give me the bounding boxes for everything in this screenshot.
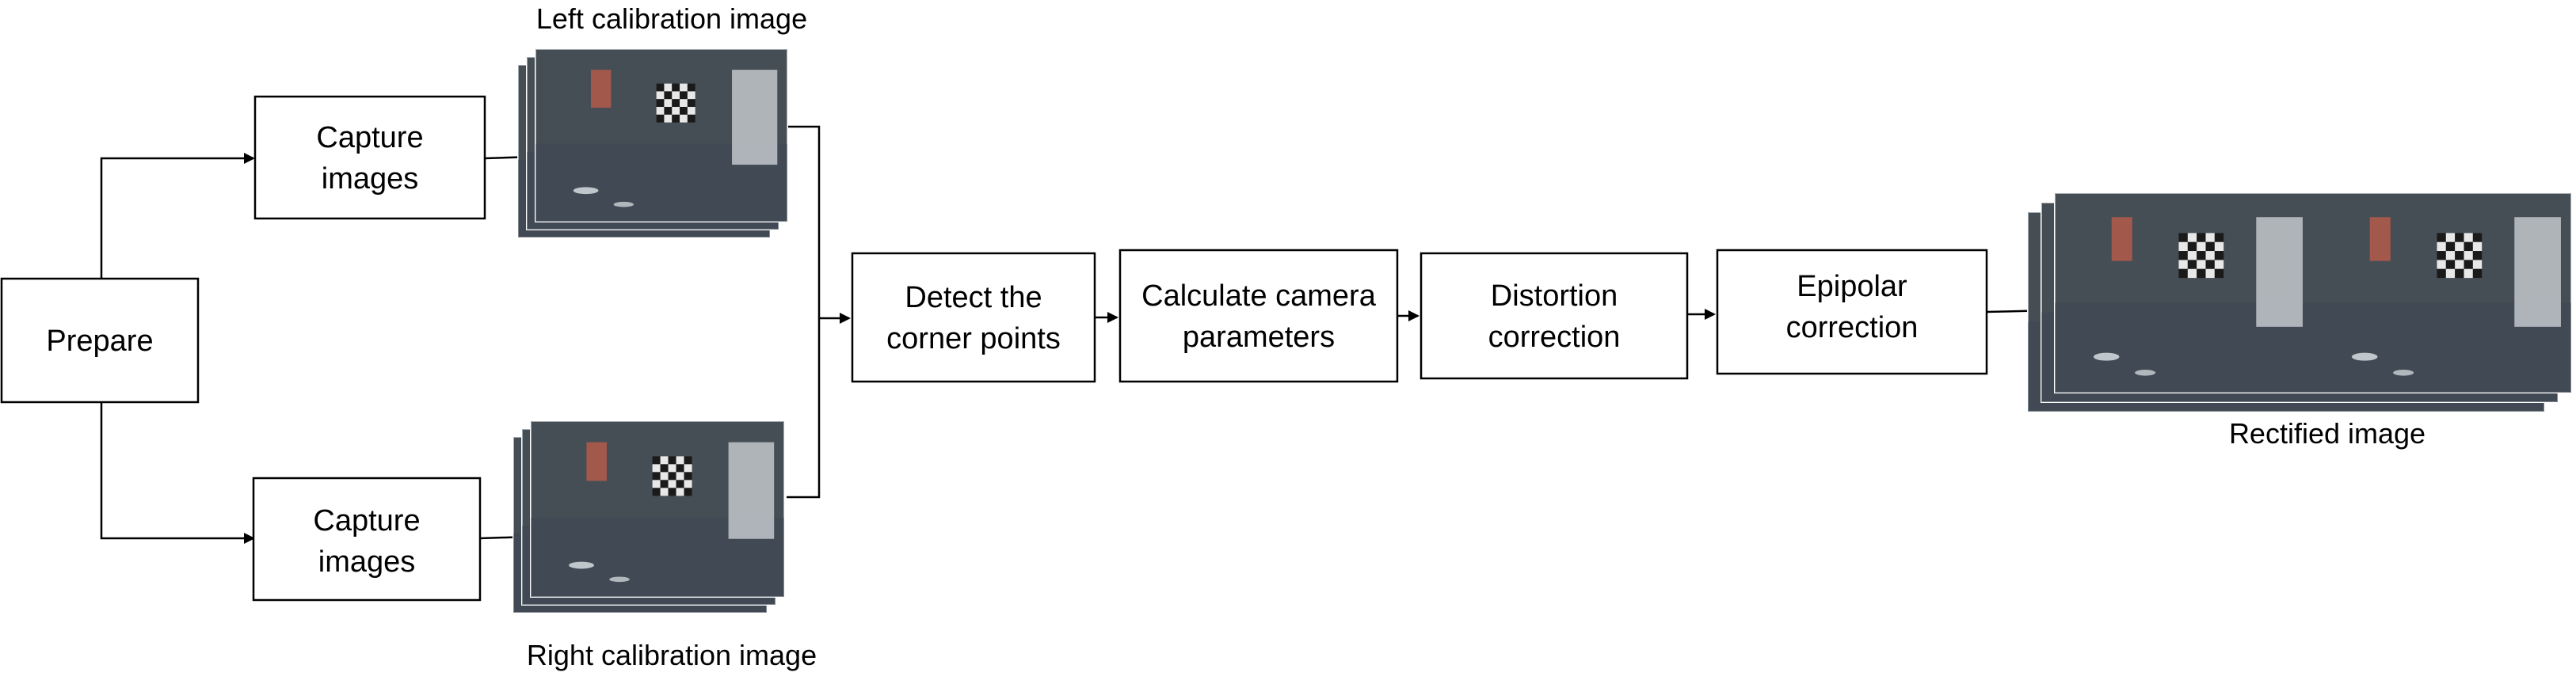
node-detect-corners-box	[851, 252, 1096, 383]
right-calibration-image-stack	[513, 420, 785, 614]
rectified-image-stack	[2027, 192, 2572, 412]
node-distortion-correction-box	[1419, 252, 1689, 380]
node-capture-top: Capture images	[253, 95, 486, 220]
rectified-photo-3	[2054, 192, 2572, 393]
left-calibration-photo-3	[535, 48, 788, 222]
node-calculate-params: Calculate camera parameters	[1118, 249, 1399, 383]
node-capture-bottom-line1: Capture	[313, 504, 420, 538]
node-epipolar-correction-box	[1716, 249, 1988, 375]
node-capture-bottom: Capture images	[252, 477, 482, 602]
caption-rectified-image: Rectified image	[2229, 417, 2425, 450]
node-detect-corners: Detect the corner points	[851, 252, 1096, 383]
node-detect-corners-line1: Detect the	[905, 281, 1042, 314]
node-capture-bottom-line2: images	[318, 545, 416, 579]
node-calculate-params-box	[1118, 249, 1399, 383]
node-distortion-correction: Distortion correction	[1419, 252, 1689, 380]
node-calculate-params-line1: Calculate camera	[1141, 279, 1377, 313]
node-calculate-params-line2: parameters	[1183, 321, 1335, 354]
left-calibration-image-stack	[517, 48, 788, 238]
node-epipolar-correction: Epipolar correction	[1716, 249, 1988, 375]
node-prepare: Prepare	[0, 277, 200, 404]
node-epipolar-correction-line1: Epipolar	[1797, 270, 1907, 303]
connector-left-images-to-merge	[787, 125, 821, 499]
node-prepare-box	[0, 277, 200, 404]
node-distortion-correction-line1: Distortion	[1491, 279, 1618, 313]
node-capture-top-box	[253, 95, 486, 220]
node-capture-bottom-box	[252, 477, 482, 602]
caption-left-calibration-image: Left calibration image	[536, 2, 807, 35]
node-prepare-label: Prepare	[46, 325, 153, 358]
caption-right-calibration-image: Right calibration image	[527, 639, 817, 671]
node-detect-corners-line2: corner points	[886, 322, 1061, 355]
node-epipolar-correction-line2: correction	[1786, 311, 1919, 344]
node-distortion-correction-line2: correction	[1488, 321, 1621, 354]
connector-prepare-to-capture-top	[100, 153, 255, 279]
right-calibration-photo-3	[530, 420, 785, 598]
node-capture-top-line1: Capture	[316, 121, 423, 154]
connector-prepare-to-capture-bottom	[100, 402, 255, 544]
node-capture-top-line2: images	[322, 162, 419, 196]
